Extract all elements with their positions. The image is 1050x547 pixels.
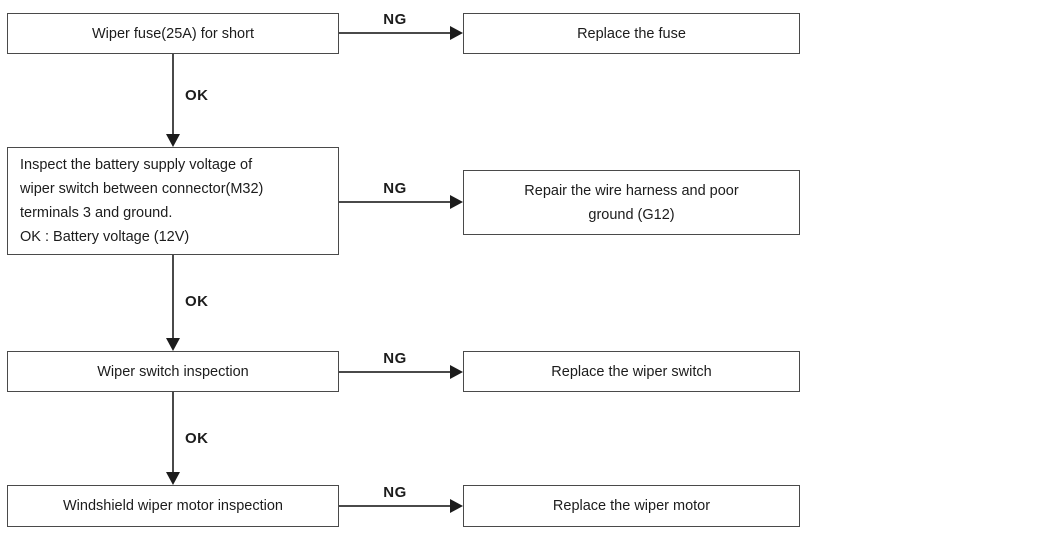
action-box-replace-fuse: Replace the fuse (463, 13, 800, 54)
ok-label-3: OK (185, 430, 209, 447)
ok-label-1: OK (185, 87, 209, 104)
arrowhead-down-icon (166, 472, 180, 485)
ng-arrow-line-3 (339, 371, 453, 373)
step-box-wiper-motor-inspection: Windshield wiper motor inspection (7, 485, 339, 527)
arrowhead-down-icon (166, 338, 180, 351)
ng-arrow-line-2 (339, 201, 453, 203)
step-box-wiper-fuse: Wiper fuse(25A) for short (7, 13, 339, 54)
ok-arrow-line-3 (172, 392, 174, 473)
action-box-repair-harness: Repair the wire harness and poor ground … (463, 170, 800, 235)
arrowhead-right-icon (450, 365, 463, 379)
step-box-wiper-switch-inspection: Wiper switch inspection (7, 351, 339, 392)
ng-arrow-line-1 (339, 32, 453, 34)
ng-label-2: NG (383, 180, 407, 197)
arrowhead-right-icon (450, 195, 463, 209)
ng-label-1: NG (383, 11, 407, 28)
step-box-battery-supply-voltage: Inspect the battery supply voltage of wi… (7, 147, 339, 255)
ok-arrow-line-1 (172, 54, 174, 135)
action-box-replace-switch: Replace the wiper switch (463, 351, 800, 392)
ok-label-2: OK (185, 293, 209, 310)
ok-arrow-line-2 (172, 255, 174, 339)
arrowhead-right-icon (450, 26, 463, 40)
action-box-replace-motor: Replace the wiper motor (463, 485, 800, 527)
ng-label-3: NG (383, 350, 407, 367)
arrowhead-down-icon (166, 134, 180, 147)
ng-label-4: NG (383, 484, 407, 501)
ng-arrow-line-4 (339, 505, 453, 507)
arrowhead-right-icon (450, 499, 463, 513)
